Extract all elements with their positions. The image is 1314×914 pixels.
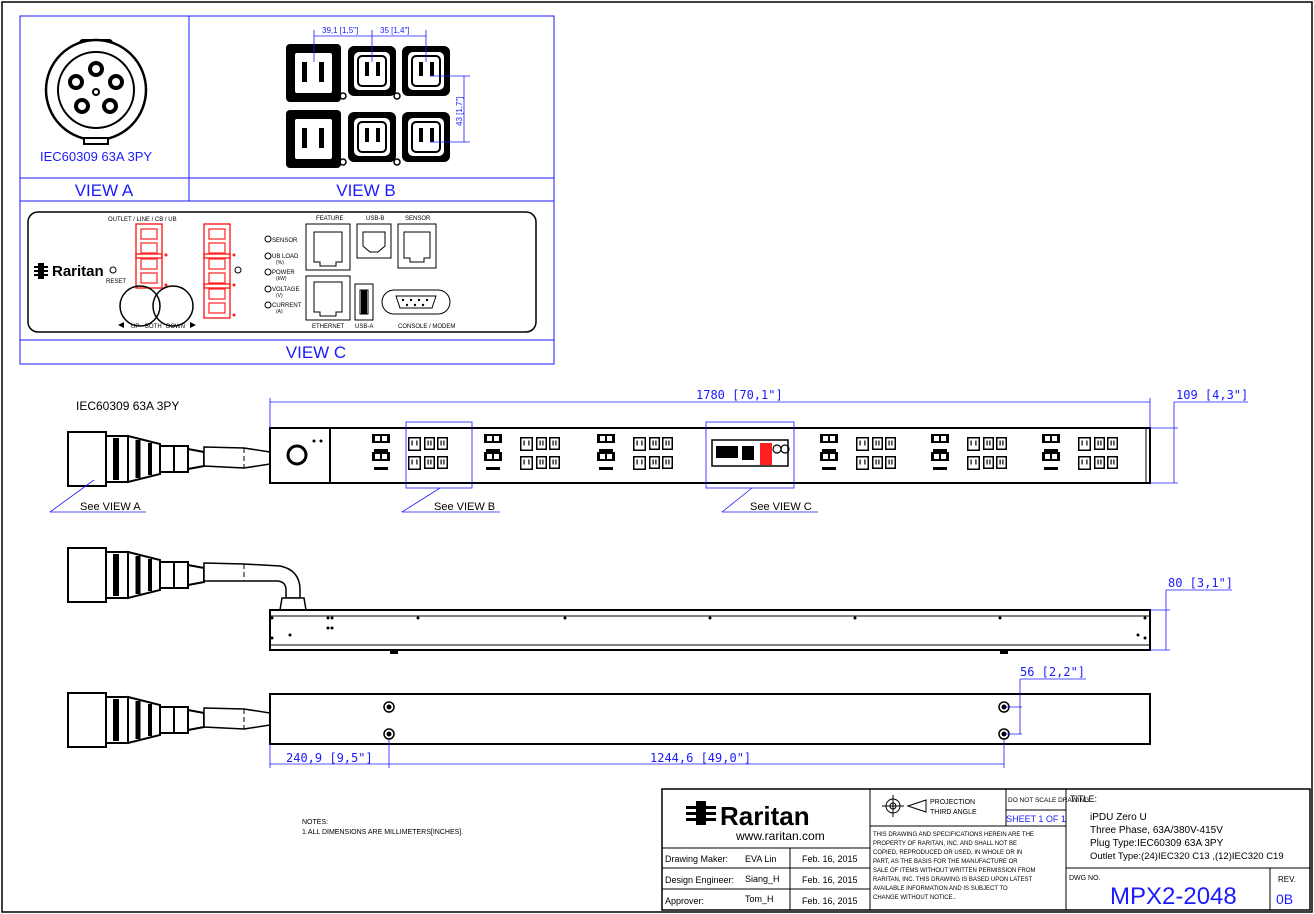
legal-6: RARITAN, INC. THIS DRAWING IS BASED UPON… [873,877,1032,883]
view-c-panel [27,211,537,333]
back-dimensions [269,678,1086,768]
views-frame [19,15,555,365]
btn-down: DOWN [166,324,185,330]
port-ethernet: ETHERNET [312,324,345,330]
view-b-label: VIEW B [336,181,396,200]
port-feature: FEATURE [316,216,344,222]
rev-value: 0B [1276,891,1293,907]
panel-brand: Raritan [52,263,104,280]
legal-7: AVAILABLE INFORMATION AND IS SUBJECT TO [873,886,1008,892]
see-view-b: See VIEW B [434,501,495,513]
view-b-outlets [286,44,451,168]
front-plug-body [68,432,271,486]
led-sensor: SENSOR [272,238,298,244]
panel-reset: RESET [106,279,126,285]
sheet-number: SHEET 1 OF 1 [1006,814,1066,824]
dwg-number: MPX2-2048 [1110,883,1237,910]
view-a-caption: IEC60309 63A 3PY [40,149,152,164]
side-pdu-body [269,609,1151,654]
title-line-1: iPDU Zero U [1090,812,1147,823]
dim-offset: 240,9 [9,5"] [286,751,373,765]
dim-depth: 80 [3,1"] [1168,576,1233,590]
btn-up: UP [131,324,139,330]
title-line-3: Plug Type:IEC60309 63A 3PY [1090,838,1224,849]
side-dimensions [1150,589,1232,651]
port-sensor: SENSOR [405,216,431,222]
led-current-unit: (A) [276,309,283,315]
led-ubload: UB LOAD [272,254,299,260]
dim-length: 1780 [70,1"] [696,388,783,402]
panel-top-label: OUTLET / LINE / CB / UB [108,217,177,223]
projection-symbol [882,795,927,817]
title-block [661,788,1311,911]
dim-span: 1244,6 [49,0"] [650,751,751,765]
notes-line-1: 1.ALL DIMENSIONS ARE MILLIMETERS[INCHES]… [302,829,463,836]
led-power: POWER [272,270,295,276]
legal-8: CHANGE WITHOUT NOTICE.. [873,895,956,901]
title-block-brand: Raritan [720,801,810,831]
maker-label: Drawing Maker: [665,854,728,864]
back-pdu-body [269,693,1151,745]
title-block-logo-mark [686,801,716,825]
dim-width: 109 [4,3"] [1176,388,1248,402]
port-usba: USB-A [355,324,373,330]
dwg-label: DWG NO. [1069,875,1101,882]
led-ubload-unit: (%) [276,260,284,266]
title-line-4: Outlet Type:(24)IEC320 C13 ,(12)IEC320 C… [1090,851,1284,862]
back-plug [68,693,271,747]
maker-name: EVA Lin [745,854,776,864]
rev-label: REV. [1278,875,1296,884]
front-pdu-body [269,427,1151,484]
dim-holes: 56 [2,2"] [1020,665,1085,679]
led-current: CURRENT [272,303,302,309]
view-c-label: VIEW C [286,343,346,362]
legal-4: PART, AS THE BASIS FOR THE MANUFACTURE O… [873,859,1018,865]
port-console: CONSOLE / MODEM [398,324,455,330]
engineer-name: Siang_H [745,874,780,884]
see-view-a: See VIEW A [80,501,141,513]
front-dimensions [49,398,1248,513]
projection-2: THIRD ANGLE [930,809,977,816]
view-b-dim-3: 43 [1,7"] [455,96,464,126]
notes-title: NOTES: [302,819,328,826]
led-voltage: VOLTAGE [272,287,299,293]
no-scale-note: DO NOT SCALE DRAWING [1008,797,1089,804]
side-plug [68,548,307,611]
approver-date: Feb. 16, 2015 [802,896,858,906]
front-plug-label: IEC60309 63A 3PY [76,399,179,413]
see-view-c: See VIEW C [750,501,812,513]
led-voltage-unit: (V) [276,293,283,299]
legal-2: PROPERTY OF RARITAN, INC. AND SHALL NOT … [873,841,1017,847]
approver-name: Tom_H [745,894,774,904]
maker-date: Feb. 16, 2015 [802,854,858,864]
legal-3: COPIED, REPRODUCED OR USED, IN WHOLE OR … [873,850,1022,856]
projection-1: PROJECTION [930,799,975,806]
view-b-dim-2: 35 [1,4"] [380,26,410,35]
view-b-dimensions [313,30,470,143]
btn-both: BOTH [145,324,162,330]
view-a-plug-face [44,38,148,145]
legal-1: THIS DRAWING AND SPECIFICATIONS HEREIN A… [873,832,1034,838]
view-b-dim-1: 39,1 [1,5"] [322,26,358,35]
legal-5: SALE OF ITEMS WITHOUT WRITTEN PERMISSION… [873,868,1036,874]
approver-label: Approver: [665,896,704,906]
led-power-unit: (kW) [276,276,287,282]
title-line-2: Three Phase, 63A/380V-415V [1090,825,1223,836]
title-block-url: www.raritan.com [735,829,825,843]
port-usbb: USB-B [366,216,384,222]
engineer-date: Feb. 16, 2015 [802,875,858,885]
view-a-label: VIEW A [75,181,134,200]
title-label: TITLE: [1070,794,1097,804]
engineer-label: Design Engineer: [665,875,734,885]
